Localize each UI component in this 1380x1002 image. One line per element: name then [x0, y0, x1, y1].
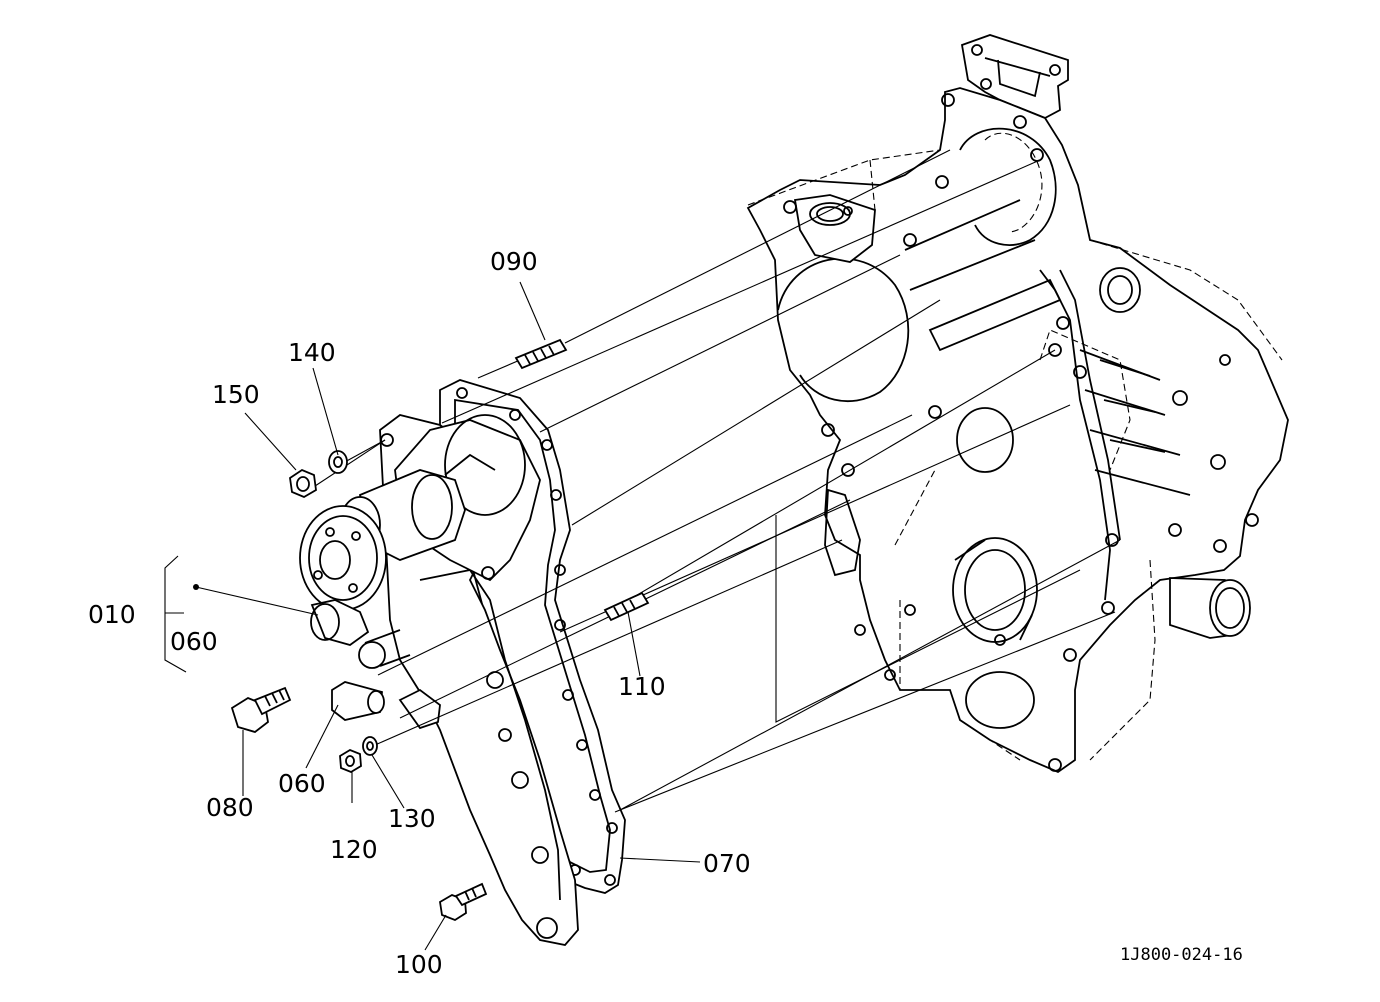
label-060-group: 060: [170, 627, 218, 656]
lock-washer-140: [328, 450, 348, 474]
label-130: 130: [388, 804, 436, 833]
label-090: 090: [490, 247, 538, 276]
label-080: 080: [206, 793, 254, 822]
bolt-080: [230, 686, 292, 733]
label-070: 070: [703, 849, 751, 878]
stud-110: [603, 591, 650, 622]
gear-case-housing: [746, 34, 1289, 774]
label-060: 060: [278, 769, 326, 798]
bolt-100: [439, 882, 488, 922]
assembly-lines: [311, 149, 1121, 813]
nut-150: [289, 468, 317, 499]
label-110: 110: [618, 672, 666, 701]
sleeve-060: [331, 681, 385, 721]
nut-120: [339, 748, 362, 774]
label-150: 150: [212, 380, 260, 409]
drawing-code: 1J800-024-16: [1120, 945, 1243, 965]
label-100: 100: [395, 950, 443, 979]
label-120: 120: [330, 835, 378, 864]
stud-090: [514, 338, 568, 370]
label-010: 010: [88, 600, 136, 629]
part-labels: 090 140 150 010 060 080 060 110 120 130 …: [88, 247, 1243, 979]
leader-lines: [164, 281, 701, 951]
lock-washer-130: [362, 736, 378, 756]
label-140: 140: [288, 338, 336, 367]
water-pump-assembly: [299, 414, 579, 946]
